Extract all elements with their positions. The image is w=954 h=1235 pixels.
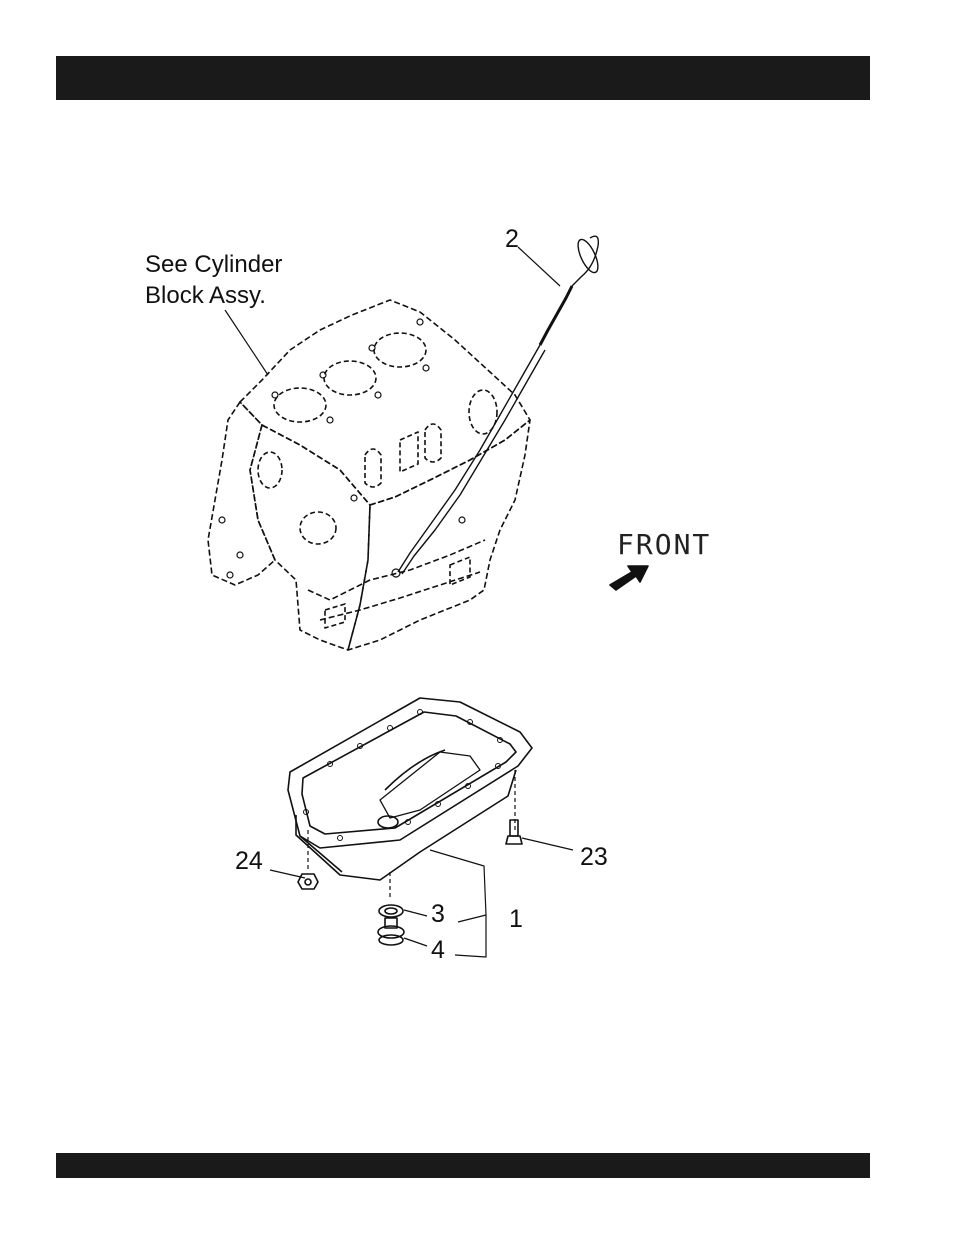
washer-3 bbox=[379, 905, 403, 917]
dipstick bbox=[398, 236, 602, 574]
oil-pan bbox=[288, 698, 532, 880]
arrow-icon bbox=[610, 566, 648, 590]
drain-plug-4 bbox=[378, 918, 404, 945]
assembly-dash-lines bbox=[308, 770, 515, 900]
nut-24 bbox=[298, 874, 318, 889]
cylinder-block bbox=[208, 300, 530, 650]
bolt-23 bbox=[506, 820, 522, 844]
leader-lines bbox=[225, 247, 573, 957]
